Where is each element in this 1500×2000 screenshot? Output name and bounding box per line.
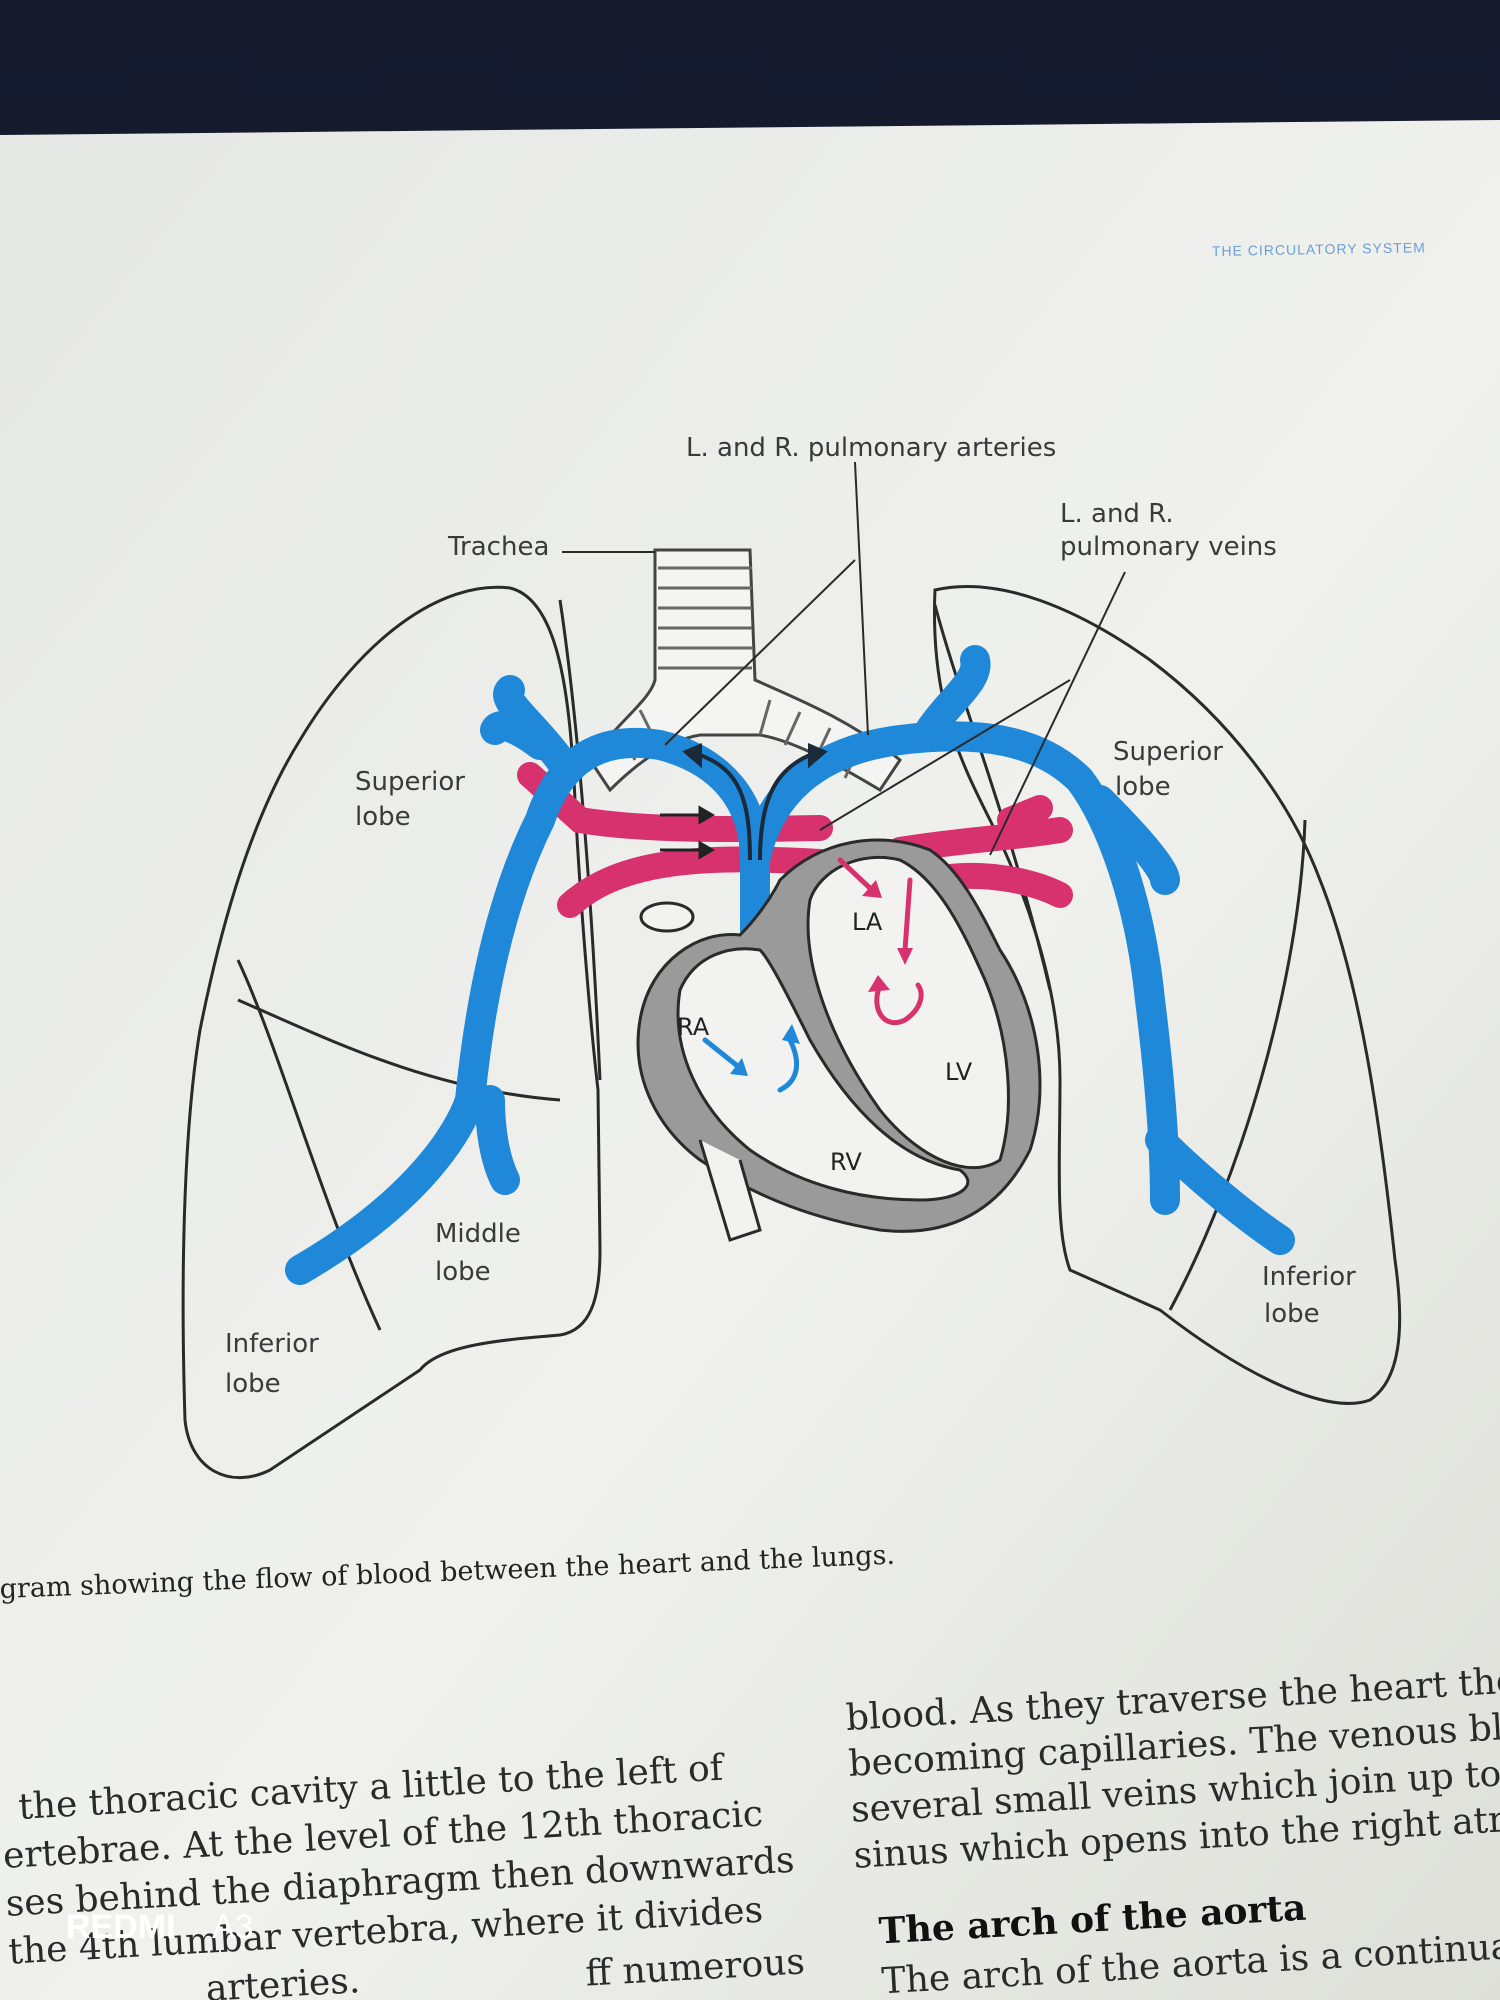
label-pulmonary-veins-2: pulmonary veins <box>1060 532 1277 562</box>
label-middle-2: lobe <box>435 1257 491 1287</box>
vena-cava <box>698 1139 762 1242</box>
label-la: LA <box>852 908 883 936</box>
right-inner-edge <box>933 604 1052 991</box>
pulmonary-arteries <box>285 645 1295 1285</box>
watermark-model: A3 <box>212 1908 254 1946</box>
heart <box>636 838 1042 1242</box>
label-trachea: Trachea <box>447 532 549 562</box>
aorta-stub <box>639 901 695 933</box>
watermark-brand: REDMI <box>66 1908 176 1946</box>
right-column-text: blood. As they traverse the heart they b… <box>845 1656 1500 2000</box>
label-left-superior-2: lobe <box>355 802 411 832</box>
heart-flow-arrows <box>702 857 924 1093</box>
label-left-inferior-2: lobe <box>225 1369 281 1399</box>
label-pulmonary-veins-1: L. and R. <box>1060 499 1174 529</box>
label-right-inferior-2: lobe <box>1264 1299 1320 1329</box>
label-left-inferior-1: Inferior <box>225 1329 319 1359</box>
pulmonary-artery-arrows <box>682 742 828 861</box>
label-right-superior-2: lobe <box>1115 772 1171 802</box>
left-ventricle-cavity <box>806 855 1010 1170</box>
right-ventricle-cavity <box>676 947 970 1202</box>
running-head: THE CIRCULATORY SYSTEM <box>1212 239 1426 259</box>
left-oblique-fissure <box>236 959 382 1331</box>
right-oblique-fissure <box>1168 819 1307 1311</box>
left-column-text: the thoracic cavity a little to the left… <box>2 1747 806 2000</box>
left-inner-edge <box>558 599 602 1081</box>
label-ra: RA <box>677 1013 710 1041</box>
label-rv: RV <box>830 1148 862 1176</box>
label-left-superior-1: Superior <box>355 767 465 797</box>
left-line-5: arteries. <box>205 1960 361 2000</box>
camera-watermark: REDMI A3 <box>66 1908 254 1946</box>
label-right-inferior-1: Inferior <box>1262 1262 1356 1292</box>
pulmonary-vein-arrows <box>660 805 715 860</box>
left-horizontal-fissure <box>237 998 561 1102</box>
label-middle-1: Middle <box>435 1219 521 1249</box>
label-pulmonary-arteries: L. and R. pulmonary arteries <box>686 433 1056 463</box>
label-lv: LV <box>945 1058 973 1086</box>
heart-lungs-diagram: L. and R. pulmonary arteries Trachea L. … <box>181 433 1402 1480</box>
label-right-superior-1: Superior <box>1113 737 1223 767</box>
leader-lines <box>562 461 1126 856</box>
